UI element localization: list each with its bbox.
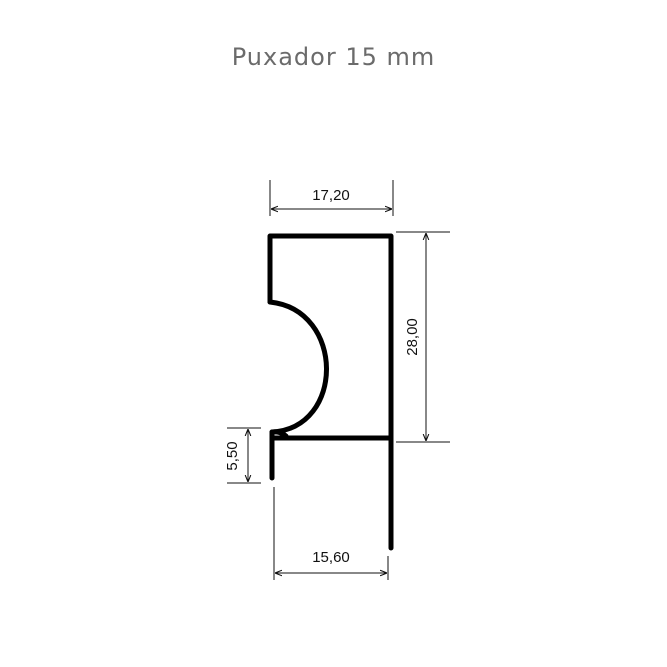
aluminum-profile: [267, 233, 394, 551]
diagram-title: Puxador 15 mm: [231, 43, 436, 71]
dimension-label-lip-height: 5,50: [224, 441, 241, 470]
dimension-label-bottom-width: 15,60: [312, 549, 350, 566]
dimension-label-height: 28,00: [404, 318, 421, 356]
dimension-label-top-width: 17,20: [312, 187, 350, 204]
dimension-bottom-width: [273, 487, 389, 580]
profile-finger-grip-arc: [267, 299, 329, 435]
profile-lip: [269, 429, 289, 481]
dimension-height: [396, 231, 450, 443]
dimension-lip-height: [227, 427, 261, 484]
dimension-top-width: [269, 180, 394, 216]
profile-outline-top: [267, 233, 394, 551]
